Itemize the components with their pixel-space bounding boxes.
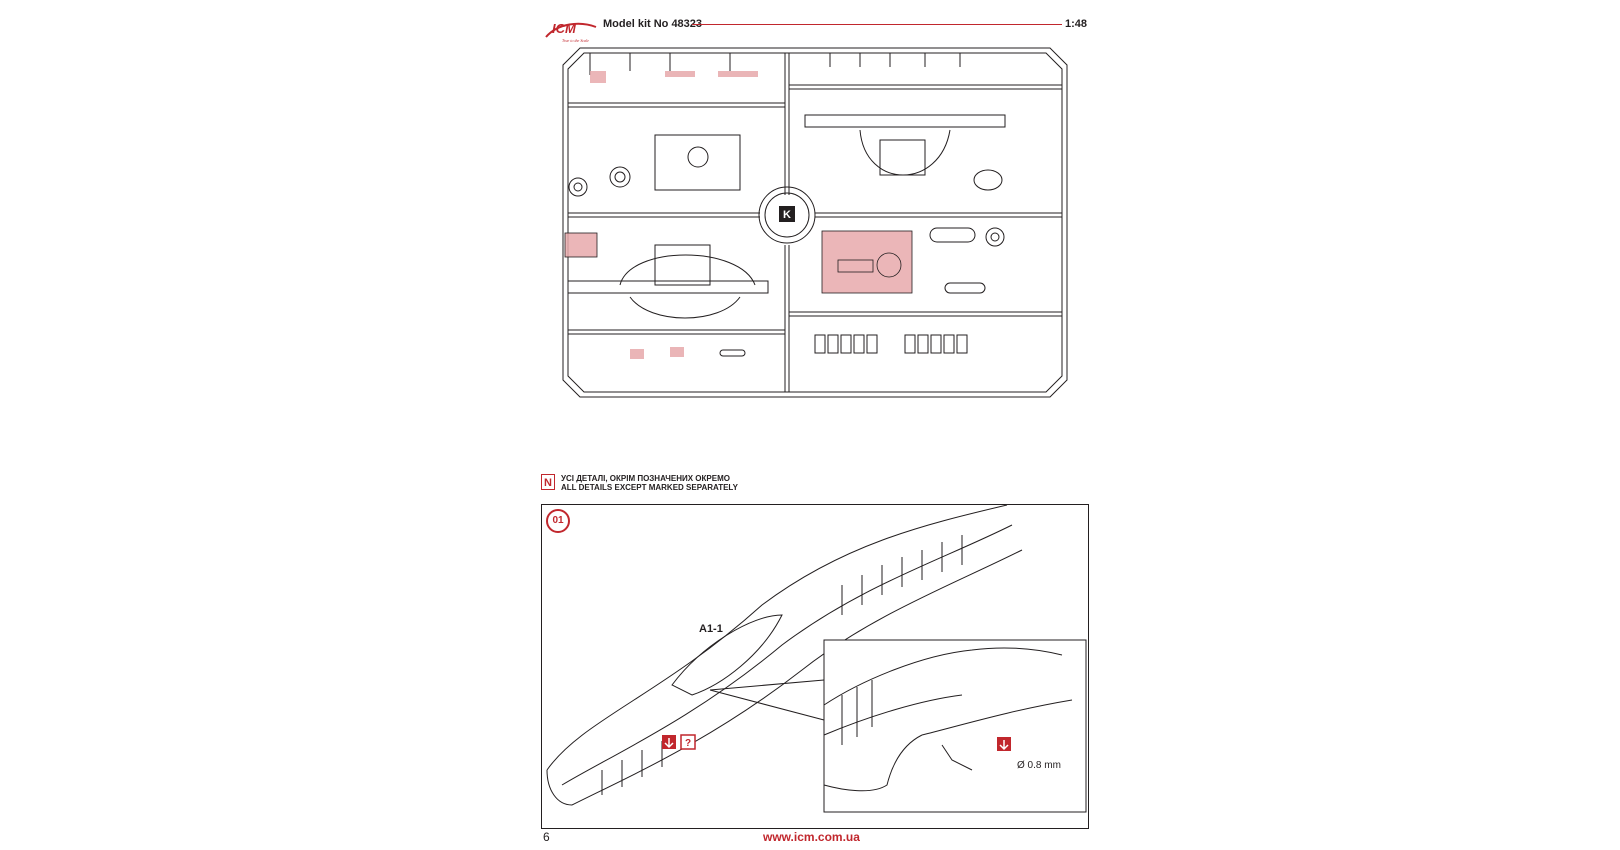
header-rule xyxy=(692,24,1062,25)
website-link[interactable]: www.icm.com.ua xyxy=(763,830,860,844)
sprue-frame xyxy=(562,47,1068,398)
part-label-a1-1: A1-1 xyxy=(699,623,723,635)
drill-size-label: Ø 0.8 mm xyxy=(1017,760,1061,771)
drill-icon-inset xyxy=(997,737,1011,751)
page-number: 6 xyxy=(543,830,550,844)
highlighted-parts xyxy=(565,71,912,359)
drill-icon-main xyxy=(662,735,676,749)
note-line-en: ALL DETAILS EXCEPT MARKED SEPARATELY xyxy=(561,483,738,492)
kit-title: Model kit No 48323 xyxy=(603,18,703,30)
sprue-letter-box xyxy=(779,206,795,222)
step-01-frame: ? 01 A1-1 Ø 0.8 mm xyxy=(541,504,1089,829)
logo-tagline-text: True to the Scale xyxy=(562,38,589,43)
question-icon xyxy=(680,734,696,750)
question-mark: ? xyxy=(685,738,691,749)
note-badge: N xyxy=(541,474,555,490)
scale-label: 1:48 xyxy=(1065,18,1088,30)
step-number: 01 xyxy=(546,509,570,533)
note-text: УСІ ДЕТАЛІ, ОКРІМ ПОЗНАЧЕНИХ ОКРЕМО ALL … xyxy=(561,474,738,492)
sprue-k-diagram: K xyxy=(562,47,1068,398)
icm-logo: ICM True to the Scale xyxy=(545,21,597,43)
note-line-ua: УСІ ДЕТАЛІ, ОКРІМ ПОЗНАЧЕНИХ ОКРЕМО xyxy=(561,474,730,483)
step-01-illustration: ? xyxy=(546,505,1087,813)
logo-brand-text: ICM xyxy=(552,21,577,36)
sprue-letter: K xyxy=(783,209,791,221)
